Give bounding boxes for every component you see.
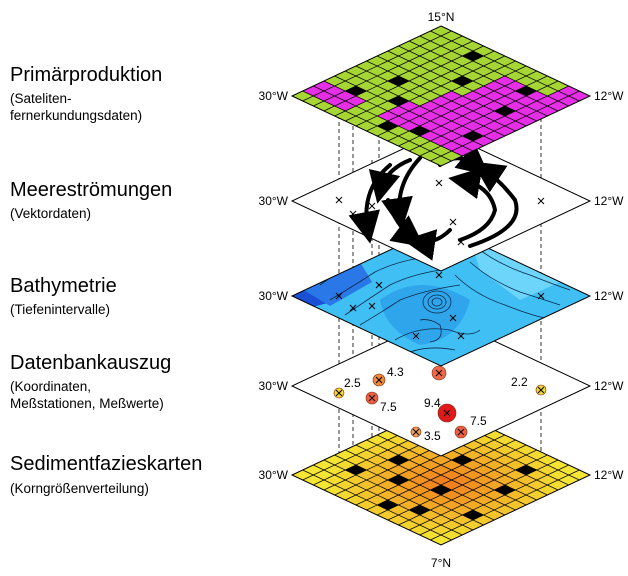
longitude-west-label: 30°W [259,194,289,208]
layer-subtitle-productivity: (Sateliten- fernerkundungsdaten) [10,91,143,123]
productivity-layer [290,25,592,167]
layer-title-currents: Meereströmungen [10,179,173,201]
longitude-east-label: 12°W [594,194,624,208]
layer-subtitle-database: (Koordinaten, Meßstationen, Meßwerte) [10,379,164,411]
layer-title-sediment: Sedimentfazieskarten [10,453,203,475]
measurement-value: 9.4 [424,396,441,410]
current-vector-arrows [348,142,519,261]
measurement-value: 7.5 [470,414,487,428]
measurement-value: 4.3 [387,365,404,379]
database-layer: 2.5 4.3 7.5 3.5 9.4 7.5 2.2 [290,315,592,457]
longitude-west-label: 30°W [259,468,289,482]
layer-title-database: Datenbankauszug [10,352,172,374]
longitude-east-label: 12°W [594,289,624,303]
longitude-west-label: 30°W [259,89,289,103]
longitude-west-label: 30°W [259,289,289,303]
measurement-value: 2.2 [511,375,528,389]
layer-subtitle-bathymetry: (Tiefenintervalle) [10,302,111,317]
measurement-value: 7.5 [380,400,397,414]
longitude-east-label: 12°W [594,89,624,103]
measurement-value: 2.5 [344,376,361,390]
layer-title-productivity: Primärproduktion [10,64,163,86]
layer-subtitle-currents: (Vektordaten) [10,206,92,221]
layer-title-bathymetry: Bathymetrie [10,275,117,297]
latitude-top-label: 15°N [428,10,455,24]
longitude-west-label: 30°W [259,379,289,393]
longitude-east-label: 12°W [594,468,624,482]
currents-layer [290,130,592,272]
longitude-east-label: 12°W [594,379,624,393]
latitude-bottom-label: 7°N [431,556,451,570]
layer-subtitle-sediment: (Korngrößenverteilung) [10,481,149,496]
measurement-value: 3.5 [424,429,441,443]
